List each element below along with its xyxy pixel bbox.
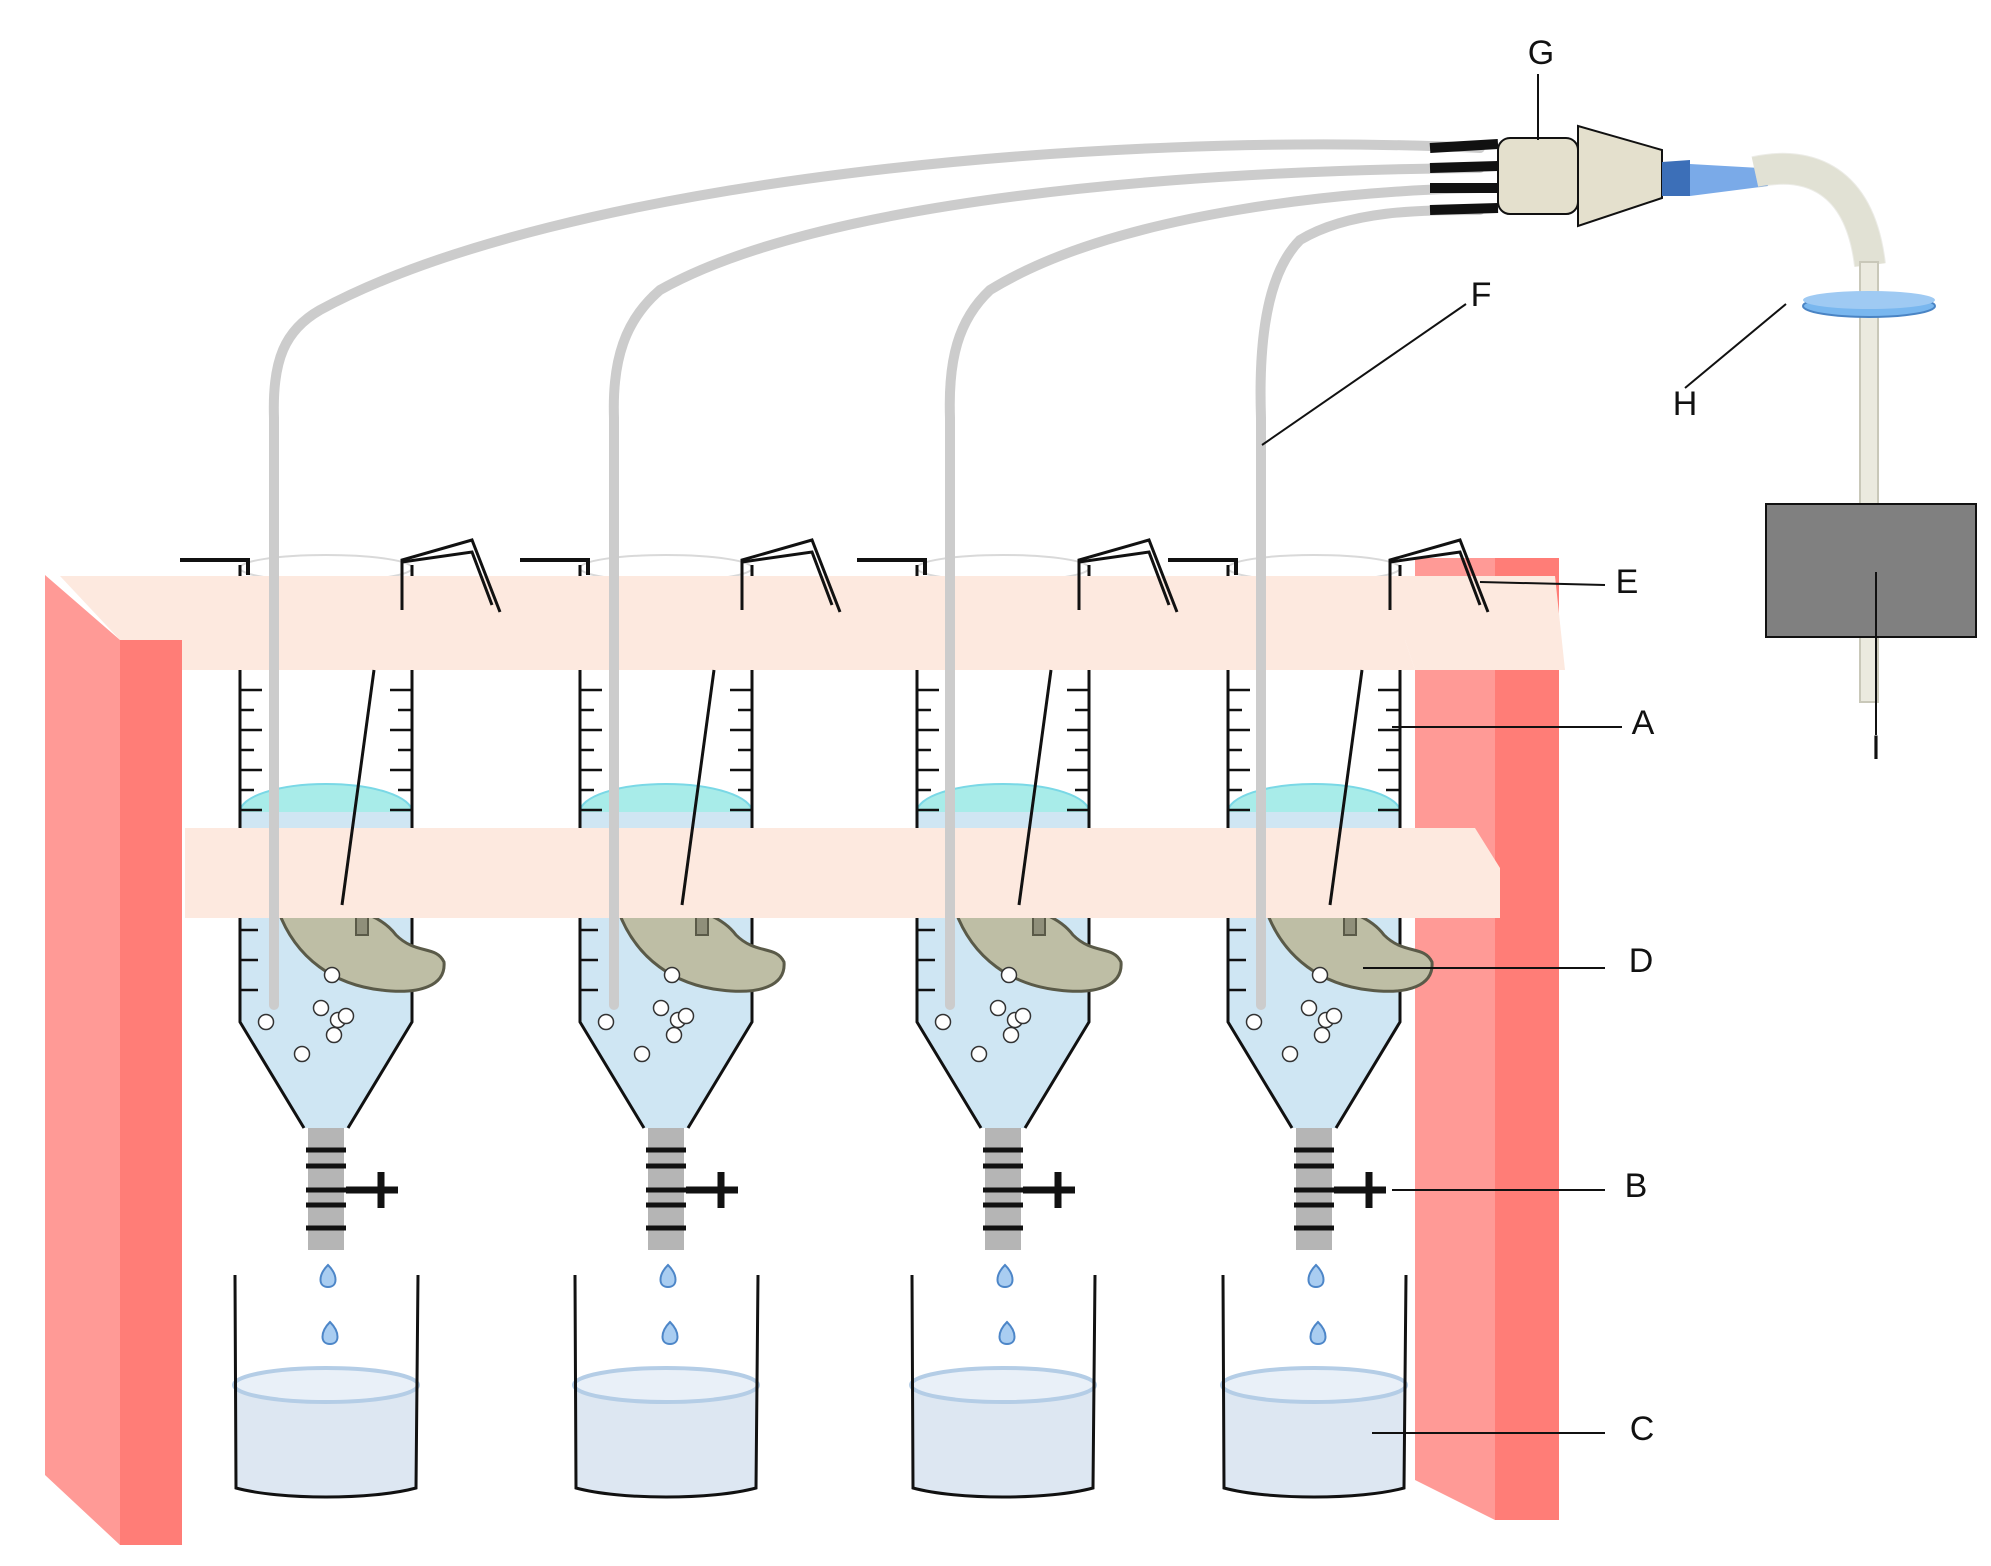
bead (293, 1045, 311, 1063)
graduations (238, 670, 414, 828)
labels: G F H E A D B C I (1471, 34, 1881, 1448)
bead (677, 1007, 695, 1025)
bead (1014, 1007, 1032, 1025)
bead (1002, 1026, 1020, 1044)
bead (312, 999, 330, 1017)
rod (340, 669, 376, 906)
collection-tube (1220, 1274, 1408, 1499)
liquid-drop (996, 1263, 1014, 1289)
liquid-drop (659, 1263, 677, 1289)
bead (337, 1007, 355, 1025)
tube-cap (180, 538, 502, 613)
liquid-drop (1307, 1263, 1325, 1289)
bead (257, 1013, 275, 1031)
label-f: F (1471, 276, 1492, 314)
bead (1281, 1045, 1299, 1063)
graduations (578, 670, 754, 828)
leader-lines (1261, 74, 1877, 1434)
tubes-layer (232, 554, 1434, 1499)
hose-4 (1255, 205, 1485, 1010)
manifold-ports (1429, 139, 1499, 215)
bead (1313, 1026, 1331, 1044)
hose-3 (944, 183, 1485, 1010)
manifold (1429, 124, 1886, 268)
bead (1311, 966, 1329, 984)
tube-cap (520, 538, 842, 613)
bead (989, 999, 1007, 1017)
bead (323, 966, 341, 984)
label-a: A (1632, 704, 1655, 742)
bead (665, 1026, 683, 1044)
stopcock[interactable] (1294, 1128, 1386, 1250)
liquid-drop (319, 1263, 337, 1289)
tube-cap (857, 538, 1179, 613)
rack-right-post (1415, 558, 1559, 1520)
bead (325, 1026, 343, 1044)
collection-tube (909, 1274, 1097, 1499)
collection-tube (572, 1274, 760, 1499)
liquid-drop (661, 1320, 679, 1346)
label-d: D (1629, 942, 1654, 980)
bead (663, 966, 681, 984)
vacuum-box (1765, 503, 1977, 638)
label-b: B (1625, 1167, 1648, 1205)
graduations (915, 670, 1091, 828)
flexible-tube (1751, 153, 1885, 268)
stopcock[interactable] (646, 1128, 738, 1250)
rod (1328, 669, 1364, 906)
bead (652, 999, 670, 1017)
leader-e (1479, 581, 1606, 586)
label-c: C (1630, 1410, 1655, 1448)
label-g: G (1528, 34, 1554, 72)
bead (1300, 999, 1318, 1017)
hose-2 (608, 163, 1485, 1010)
rack-left-post (45, 575, 182, 1545)
stopcock[interactable] (306, 1128, 398, 1250)
label-e: E (1616, 563, 1639, 601)
rod (680, 669, 716, 906)
rack-top-shelf (60, 576, 1565, 670)
collection-tube (232, 1274, 420, 1499)
hose-1 (268, 139, 1485, 1010)
tube-cap (1168, 538, 1490, 613)
bead (1245, 1013, 1263, 1031)
bead (633, 1045, 651, 1063)
leader-f (1261, 303, 1467, 446)
liquid-drop (1309, 1320, 1327, 1346)
leader-h (1684, 303, 1787, 389)
label-h: H (1673, 385, 1698, 423)
bead (597, 1013, 615, 1031)
tube-2 (572, 554, 786, 1499)
liquid-drop (998, 1320, 1016, 1346)
bead (1325, 1007, 1343, 1025)
graduations (1226, 670, 1402, 828)
bead (934, 1013, 952, 1031)
bead (970, 1045, 988, 1063)
rack-middle-shelf (185, 828, 1500, 918)
tubes-overlay (180, 538, 1490, 992)
bead (1000, 966, 1018, 984)
blue-connector (1662, 160, 1768, 196)
hoses (268, 139, 1485, 1010)
liquid-drop (321, 1320, 339, 1346)
rod (1017, 669, 1053, 906)
stopcock[interactable] (983, 1128, 1075, 1250)
label-i: I (1871, 729, 1880, 767)
